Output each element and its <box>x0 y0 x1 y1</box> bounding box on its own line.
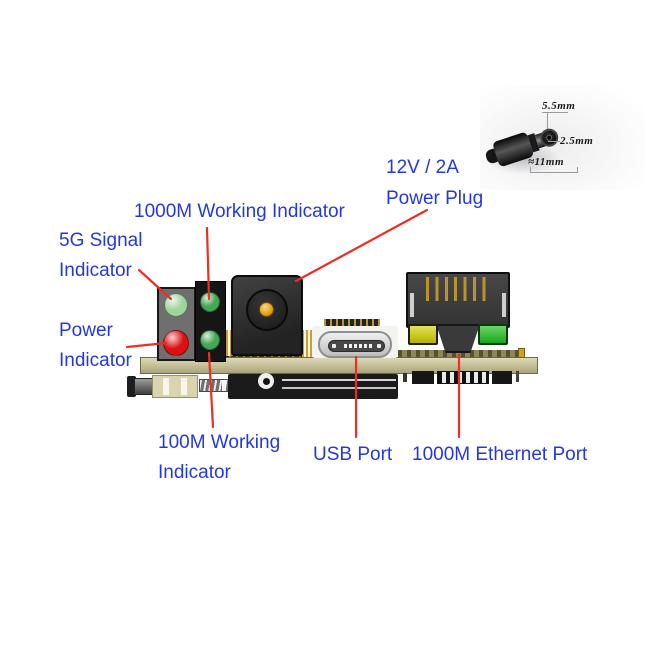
leader-100m-working <box>207 351 215 429</box>
pcb-board-edge <box>140 357 538 374</box>
dimension-length: ≈11mm <box>528 156 565 168</box>
mounting-hole <box>258 373 274 389</box>
label-line: Power <box>59 320 113 341</box>
label-5g-signal-indicator: 5G Signal Indicator <box>59 226 142 286</box>
led-100m-working-indicator <box>200 330 220 350</box>
pin-header <box>437 371 489 384</box>
smd-component <box>403 373 407 382</box>
label-usb-port: USB Port <box>313 444 393 465</box>
dimension-line <box>542 112 568 113</box>
smd-component <box>516 371 519 382</box>
ethernet-gold-pins <box>426 277 492 301</box>
ethernet-port <box>406 272 510 353</box>
leader-1000m-working <box>205 226 211 301</box>
ethernet-latch-left <box>410 293 414 317</box>
dimension-outer-diameter: 5.5mm <box>542 100 576 112</box>
dimension-line <box>548 141 560 142</box>
label-line: Indicator <box>59 260 132 281</box>
bracket-slot <box>181 378 187 395</box>
led-housing-left <box>157 287 196 361</box>
led-1000m-working-indicator <box>200 292 220 312</box>
label-1000m-working-indicator: 1000M Working Indicator <box>134 201 345 222</box>
leader-power <box>125 341 168 349</box>
label-power-indicator: Power Indicator <box>59 316 132 376</box>
label-1000m-ethernet-port: 1000M Ethernet Port <box>412 444 588 465</box>
pcb-edge-components <box>398 350 518 358</box>
smd-chip <box>492 371 512 384</box>
module-seam <box>282 379 396 381</box>
label-power-plug: 12V / 2A Power Plug <box>386 152 483 214</box>
ethernet-led-yellow <box>408 324 438 345</box>
module-seam <box>282 387 396 389</box>
usb-c-port <box>318 331 392 358</box>
label-line: 5G Signal <box>59 230 143 251</box>
label-100m-working-indicator: 100M Working Indicator <box>158 428 280 488</box>
label-line: Indicator <box>158 462 231 483</box>
label-line: 12V / 2A <box>386 157 459 178</box>
gold-pin <box>518 348 525 358</box>
underside-module <box>228 374 398 399</box>
usb-c-pins <box>344 344 372 348</box>
ethernet-body <box>406 272 510 328</box>
dimension-tick <box>577 167 578 173</box>
bracket-slot <box>163 378 169 395</box>
leader-5g-signal <box>137 268 173 301</box>
smd-chip <box>412 371 434 384</box>
dc-jack-barrel-opening <box>246 289 288 331</box>
dimension-tick <box>530 167 531 173</box>
dimension-line <box>547 113 548 129</box>
dimension-line <box>530 172 578 173</box>
dc-jack-center-pin <box>259 302 274 317</box>
led-housing-right <box>195 281 226 362</box>
ethernet-led-green <box>478 324 508 345</box>
label-line: Indicator <box>59 350 132 371</box>
solder-pins <box>222 330 233 356</box>
antenna-connector-cap <box>127 376 136 397</box>
usb-c-slot <box>328 340 385 352</box>
label-line: 100M Working <box>158 432 281 453</box>
label-line: Power Plug <box>386 188 484 209</box>
dc-power-jack <box>231 275 303 356</box>
dimension-inner-diameter: 2.5mm <box>560 135 594 147</box>
power-plug-photo: 5.5mm 2.5mm ≈11mm <box>480 85 645 190</box>
led-power-indicator <box>163 330 189 356</box>
ethernet-latch-right <box>502 293 506 317</box>
leader-power-plug <box>294 208 429 283</box>
